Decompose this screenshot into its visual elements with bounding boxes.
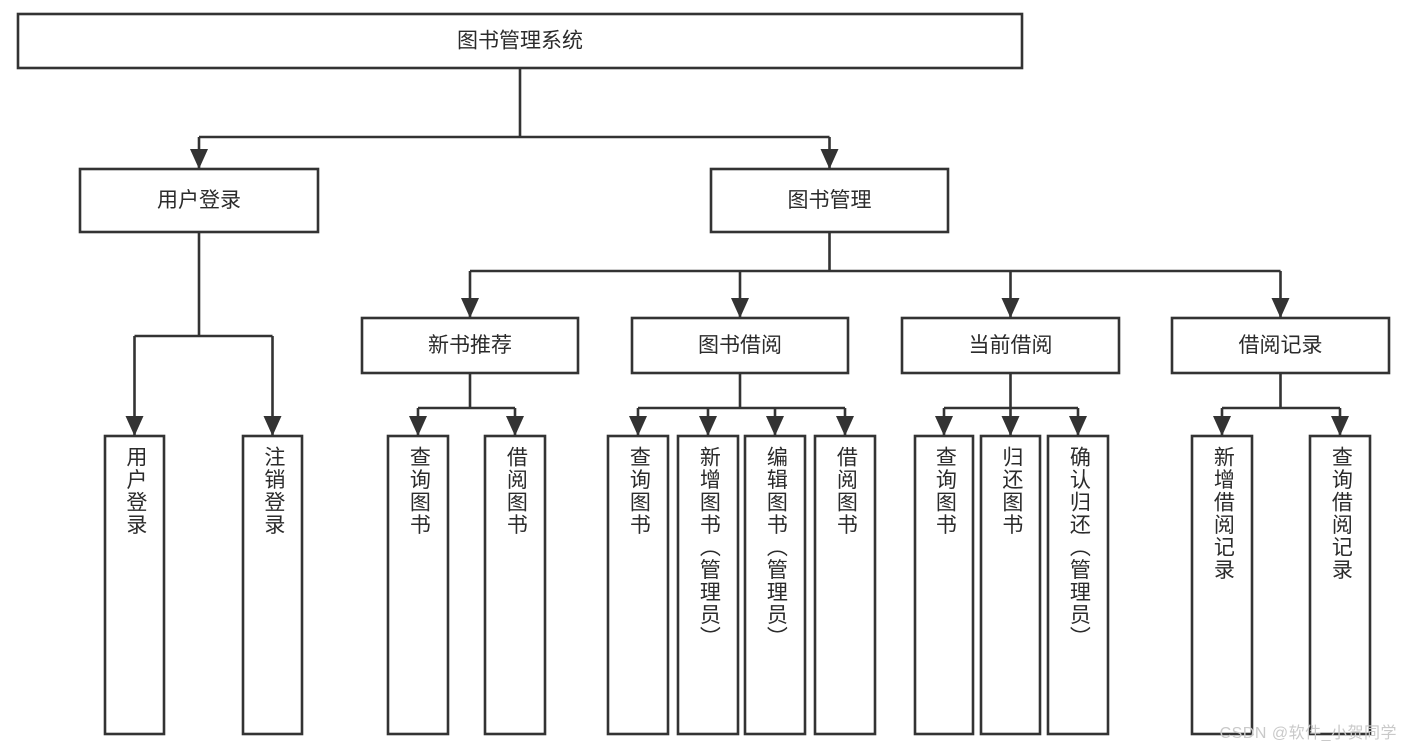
arrow-head-icon [263, 416, 282, 436]
arrow-head-icon [820, 149, 839, 169]
arrow-head-icon [699, 416, 717, 436]
node-label: 借阅记录 [1239, 334, 1323, 357]
leaf-leaf-query-book-3[interactable] [913, 434, 975, 736]
arrow-head-icon [506, 416, 524, 436]
leaf-leaf-query-book-2[interactable] [606, 434, 670, 736]
arrow-head-icon [409, 416, 427, 436]
node-user-login[interactable] [78, 167, 320, 234]
arrow-head-icon [125, 416, 144, 436]
connector-layer [125, 68, 1349, 436]
arrow-head-icon [836, 416, 854, 436]
arrow-head-icon [1271, 298, 1290, 318]
leaf-leaf-return-book[interactable] [979, 434, 1042, 736]
node-book-borrow[interactable] [630, 316, 850, 375]
leaf-leaf-query-borrow-record[interactable] [1308, 434, 1372, 736]
node-label: 图书管理系统 [457, 30, 583, 53]
arrow-head-icon [766, 416, 784, 436]
leaf-leaf-logout[interactable] [241, 434, 304, 736]
arrow-head-icon [1213, 416, 1231, 436]
watermark-text: CSDN @软件_小贺同学 [1219, 725, 1397, 742]
node-label: 图书借阅 [698, 334, 782, 357]
node-current-borrow[interactable] [900, 316, 1121, 375]
node-box-layer [16, 12, 1391, 736]
leaf-leaf-confirm-return-admin[interactable] [1046, 434, 1110, 736]
node-label: 当前借阅 [969, 334, 1053, 357]
node-new-book-recommend[interactable] [360, 316, 580, 375]
node-label: 图书管理 [788, 189, 872, 212]
leaf-leaf-edit-book-admin[interactable] [743, 434, 807, 736]
arrow-head-icon [731, 298, 749, 318]
node-borrow-record[interactable] [1170, 316, 1391, 375]
arrow-head-icon [190, 149, 208, 169]
leaf-leaf-add-borrow-record[interactable] [1190, 434, 1254, 736]
arrow-head-icon [1001, 416, 1020, 436]
node-label: 用户登录 [157, 189, 241, 212]
leaf-leaf-query-book-1[interactable] [386, 434, 450, 736]
arrow-head-icon [1001, 298, 1020, 318]
node-root[interactable] [16, 12, 1024, 70]
arrow-head-icon [629, 416, 647, 436]
arrow-head-icon [461, 298, 479, 318]
leaf-leaf-user-login[interactable] [103, 434, 166, 736]
arrow-head-icon [935, 416, 953, 436]
leaf-leaf-add-book-admin[interactable] [676, 434, 740, 736]
leaf-leaf-borrow-book-1[interactable] [483, 434, 547, 736]
arrow-head-icon [1331, 416, 1349, 436]
node-label: 新书推荐 [428, 334, 512, 357]
leaf-leaf-borrow-book-2[interactable] [813, 434, 877, 736]
arrow-head-icon [1069, 416, 1087, 436]
node-book-manage[interactable] [709, 167, 950, 234]
